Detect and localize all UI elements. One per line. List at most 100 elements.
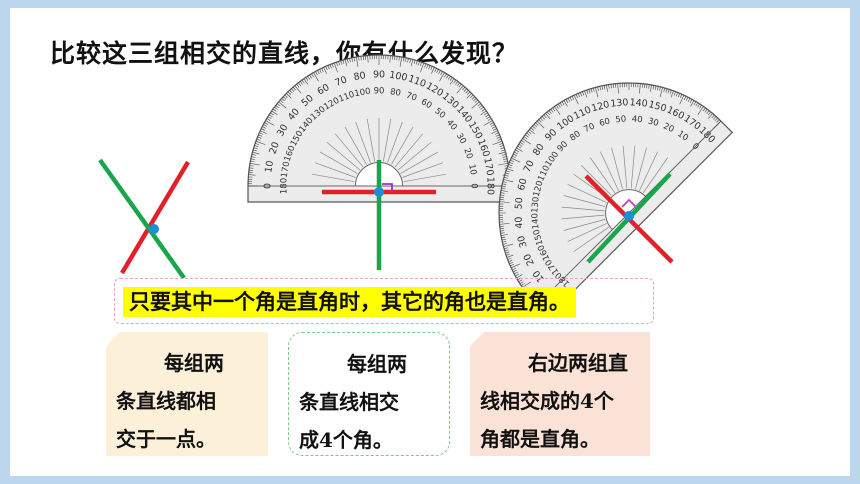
protractor-inner-label: 170 bbox=[280, 161, 293, 179]
protractor-tick bbox=[497, 138, 502, 141]
protractor-tick bbox=[513, 269, 517, 273]
protractor-tick bbox=[360, 56, 362, 61]
protractor-tick bbox=[367, 55, 369, 63]
protractor-ray bbox=[563, 219, 606, 231]
protractor-tick bbox=[550, 108, 554, 113]
protractor-tick bbox=[490, 124, 495, 127]
protractor-tick bbox=[486, 116, 491, 119]
protractor-tick bbox=[590, 88, 593, 93]
protractor-tick bbox=[409, 58, 411, 63]
protractor-tick bbox=[526, 132, 530, 136]
protractor-inner-label: 0 bbox=[690, 141, 701, 152]
protractor-tick bbox=[557, 103, 561, 108]
protractor-tick bbox=[505, 172, 510, 175]
protractor-ray bbox=[622, 145, 628, 189]
protractor-tick bbox=[517, 145, 522, 149]
protractor-ray bbox=[344, 126, 367, 165]
protractor-tick bbox=[499, 199, 504, 201]
protractor-tick bbox=[561, 101, 565, 106]
protractor-tick bbox=[503, 179, 514, 183]
protractor-tick bbox=[595, 87, 599, 98]
protractor-outer-label: 50 bbox=[513, 197, 525, 210]
protractor-tick bbox=[499, 208, 504, 209]
protractor-tick bbox=[323, 67, 327, 74]
protractor-tick bbox=[610, 84, 612, 89]
protractor-tick bbox=[704, 108, 708, 113]
protractor-ray bbox=[563, 195, 606, 207]
observation-card-3: 右边两组直 线相交成的4个 角都是直角。 bbox=[470, 332, 650, 456]
protractor-tick bbox=[630, 83, 632, 88]
protractor-tick bbox=[249, 165, 254, 167]
protractor-inner-label: 130 bbox=[530, 196, 541, 213]
protractor-inner-label: 150 bbox=[532, 228, 546, 246]
protractor-tick bbox=[501, 238, 506, 241]
protractor-tick bbox=[500, 149, 506, 152]
protractor-tick bbox=[689, 99, 693, 103]
protractor-tick bbox=[263, 124, 268, 127]
protractor-tick bbox=[635, 83, 637, 88]
protractor-tick bbox=[499, 201, 510, 203]
protractor-tick bbox=[256, 138, 261, 141]
protractor-tick bbox=[342, 59, 345, 65]
protractor-tick bbox=[413, 59, 416, 65]
protractor-tick bbox=[575, 94, 579, 99]
protractor-ray bbox=[403, 173, 447, 183]
protractor-tick bbox=[706, 110, 710, 114]
protractor-tick bbox=[492, 140, 503, 145]
protractor-tick bbox=[499, 217, 504, 218]
protractor-tick bbox=[282, 96, 287, 100]
protractor-tick bbox=[504, 249, 509, 252]
protractor-tick bbox=[396, 56, 398, 61]
protractor-tick bbox=[509, 161, 514, 165]
protractor-tick bbox=[455, 81, 459, 85]
protractor-tick bbox=[417, 61, 420, 66]
protractor-tick bbox=[659, 87, 663, 98]
protractor-tick bbox=[261, 128, 265, 131]
protractor-tick bbox=[440, 71, 443, 76]
protractor-tick bbox=[439, 72, 445, 82]
protractor-tick bbox=[301, 79, 305, 84]
protractor-tick bbox=[278, 101, 287, 109]
protractor-tick bbox=[493, 128, 497, 131]
protractor-tick bbox=[474, 99, 479, 103]
protractor-inner-label: 40 bbox=[631, 114, 643, 125]
protractor-tick bbox=[294, 85, 302, 94]
protractor-tick bbox=[518, 279, 523, 283]
protractor-tick bbox=[644, 83, 646, 88]
protractor-tick bbox=[313, 72, 319, 82]
protractor-tick bbox=[329, 64, 332, 69]
protractor-tick bbox=[501, 185, 506, 188]
protractor-tick bbox=[508, 259, 513, 262]
protractor-tick bbox=[268, 114, 273, 118]
protractor-inner-label: 70 bbox=[582, 121, 596, 135]
protractor-tick bbox=[355, 56, 359, 67]
conclusion-text: 只要其中一个角是直角时，其它的角也是直角。 bbox=[123, 287, 576, 317]
observation-card-2: 每组两 条直线相交 成4个角。 bbox=[288, 332, 450, 456]
card-3-line-1: 右边两组直 bbox=[528, 351, 628, 375]
protractor-ray bbox=[611, 147, 623, 190]
group1-intersection-point bbox=[149, 224, 159, 234]
protractor-tick bbox=[503, 176, 508, 179]
protractor-tick bbox=[410, 59, 414, 67]
protractor-tick bbox=[498, 162, 509, 166]
protractor-tick bbox=[529, 129, 535, 135]
protractor-ray bbox=[400, 151, 439, 174]
protractor-inner-label: 30 bbox=[454, 132, 468, 146]
protractor-tick bbox=[456, 82, 460, 87]
protractor-tick bbox=[250, 160, 255, 163]
protractor-tick bbox=[663, 87, 666, 92]
card-1-line-2: 条直线都相 bbox=[116, 389, 216, 413]
protractor-tick bbox=[407, 58, 409, 63]
protractor-tick bbox=[289, 89, 293, 94]
protractor-tick bbox=[527, 130, 532, 134]
group3-intersection-point bbox=[624, 211, 634, 221]
protractor-tick bbox=[506, 168, 514, 172]
protractor-tick bbox=[695, 102, 699, 107]
protractor-tick bbox=[358, 56, 360, 61]
protractor-tick bbox=[458, 84, 462, 88]
protractor-tick bbox=[340, 60, 343, 65]
protractor-tick bbox=[554, 106, 561, 115]
card-1-line-3: 交于一点。 bbox=[116, 427, 216, 451]
protractor-tick bbox=[496, 136, 501, 139]
